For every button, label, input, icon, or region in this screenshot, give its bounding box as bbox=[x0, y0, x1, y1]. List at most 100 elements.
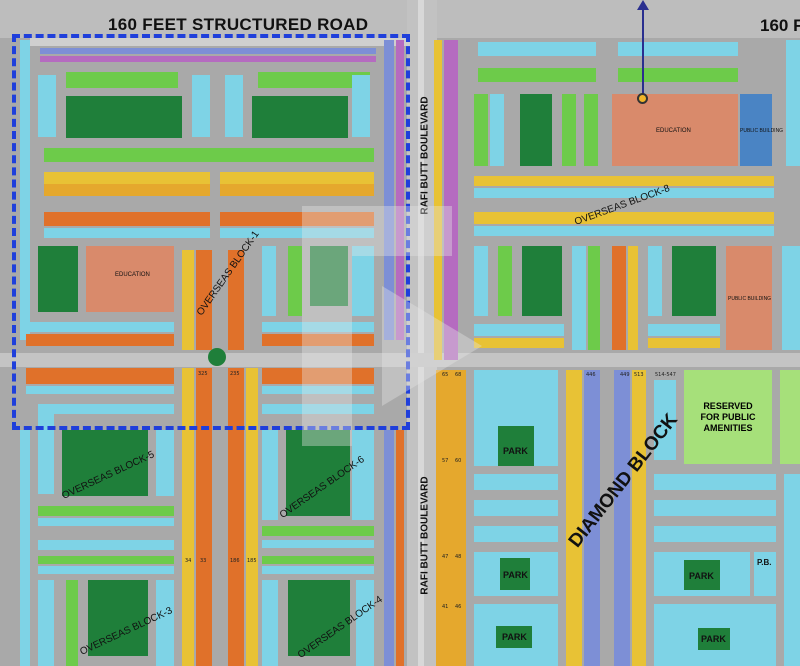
park-area[interactable] bbox=[286, 430, 350, 516]
plot-column[interactable] bbox=[562, 94, 576, 166]
park-area[interactable] bbox=[310, 246, 348, 306]
plot-row[interactable] bbox=[618, 42, 738, 56]
plot-row[interactable] bbox=[474, 324, 564, 336]
plot-row[interactable] bbox=[262, 334, 374, 346]
plot-strip[interactable] bbox=[20, 40, 30, 340]
park-area[interactable] bbox=[698, 628, 730, 650]
plot-row[interactable] bbox=[262, 386, 374, 394]
plot-row[interactable] bbox=[44, 212, 210, 226]
plot-column[interactable] bbox=[192, 75, 210, 137]
plot-column[interactable] bbox=[196, 250, 212, 350]
plot-row[interactable] bbox=[474, 226, 774, 236]
public-building-site[interactable] bbox=[740, 94, 772, 166]
plot-column[interactable] bbox=[786, 40, 800, 166]
plot-row[interactable] bbox=[54, 404, 174, 414]
plot-row[interactable] bbox=[26, 334, 174, 346]
park-area[interactable] bbox=[520, 94, 552, 166]
plot-row[interactable] bbox=[66, 72, 178, 88]
plot-column[interactable] bbox=[628, 246, 638, 350]
plot-column[interactable] bbox=[498, 246, 512, 316]
plot-row[interactable] bbox=[26, 386, 174, 394]
plot-column[interactable] bbox=[584, 370, 600, 666]
park-area[interactable] bbox=[684, 560, 720, 590]
plot-column[interactable] bbox=[38, 75, 56, 137]
park-area[interactable] bbox=[522, 246, 562, 316]
plot-column[interactable] bbox=[566, 370, 582, 666]
plot-strip[interactable] bbox=[434, 40, 442, 360]
park-area[interactable] bbox=[252, 96, 348, 138]
plot-strip[interactable] bbox=[40, 56, 376, 62]
plot-row[interactable] bbox=[474, 338, 564, 348]
plot-row[interactable] bbox=[220, 228, 374, 238]
plot-row[interactable] bbox=[258, 72, 370, 88]
plot-row[interactable] bbox=[654, 526, 776, 542]
plot-column[interactable] bbox=[262, 246, 276, 316]
plot-row[interactable] bbox=[474, 526, 558, 542]
plot-row[interactable] bbox=[474, 176, 774, 186]
plot-row[interactable] bbox=[474, 500, 558, 516]
plot-column[interactable] bbox=[182, 368, 194, 666]
plot-column[interactable] bbox=[436, 370, 466, 666]
plot-row[interactable] bbox=[474, 474, 558, 490]
park-area[interactable] bbox=[498, 426, 534, 466]
plot-row[interactable] bbox=[38, 506, 174, 516]
plot-row[interactable] bbox=[26, 368, 174, 384]
plot-row[interactable] bbox=[262, 322, 374, 332]
plot-column[interactable] bbox=[228, 250, 244, 350]
plot-column[interactable] bbox=[780, 370, 800, 464]
plot-column[interactable] bbox=[262, 580, 278, 666]
plot-column[interactable] bbox=[784, 474, 800, 666]
plot-column[interactable] bbox=[782, 246, 800, 350]
plot-row[interactable] bbox=[44, 228, 210, 238]
plot-column[interactable] bbox=[352, 246, 374, 316]
plot-row[interactable] bbox=[262, 368, 374, 384]
park-area[interactable] bbox=[288, 580, 350, 656]
location-pin-icon[interactable] bbox=[637, 93, 648, 104]
plot-column[interactable] bbox=[156, 430, 174, 496]
park-area[interactable] bbox=[66, 96, 182, 138]
education-site[interactable] bbox=[86, 246, 174, 312]
plot-column[interactable] bbox=[66, 580, 78, 666]
public-building-site[interactable] bbox=[754, 552, 776, 596]
plot-strip[interactable] bbox=[396, 40, 404, 340]
plot-row[interactable] bbox=[648, 338, 720, 348]
plot-column[interactable] bbox=[262, 430, 278, 520]
plot-row[interactable] bbox=[654, 474, 776, 490]
park-area[interactable] bbox=[38, 246, 78, 312]
plot-row[interactable] bbox=[648, 324, 720, 336]
plot-strip[interactable] bbox=[40, 48, 376, 54]
plot-column[interactable] bbox=[474, 94, 488, 166]
plot-column[interactable] bbox=[288, 246, 302, 316]
plot-column[interactable] bbox=[196, 368, 212, 666]
plot-column[interactable] bbox=[614, 370, 630, 666]
plot-row[interactable] bbox=[44, 172, 210, 184]
plot-row[interactable] bbox=[262, 540, 374, 548]
plot-row[interactable] bbox=[220, 212, 374, 226]
plot-row[interactable] bbox=[262, 556, 374, 564]
reserved-amenities-site[interactable]: RESERVED FOR PUBLIC AMENITIES bbox=[684, 370, 772, 464]
plot-row[interactable] bbox=[26, 322, 174, 332]
education-site[interactable] bbox=[612, 94, 738, 166]
plot-column[interactable] bbox=[156, 580, 174, 666]
plot-row[interactable] bbox=[474, 188, 774, 198]
public-building-site[interactable] bbox=[726, 246, 772, 350]
plot-row[interactable] bbox=[478, 68, 596, 82]
plot-column[interactable] bbox=[182, 250, 194, 350]
plot-row[interactable] bbox=[220, 172, 374, 184]
plot-column[interactable] bbox=[20, 430, 30, 666]
plot-column[interactable] bbox=[654, 380, 676, 460]
plot-column[interactable] bbox=[356, 580, 374, 666]
plot-column[interactable] bbox=[584, 94, 598, 166]
plot-row[interactable] bbox=[220, 184, 374, 196]
plot-column[interactable] bbox=[632, 370, 646, 666]
park-area[interactable] bbox=[672, 246, 716, 316]
plot-column[interactable] bbox=[588, 246, 600, 350]
plot-column[interactable] bbox=[225, 75, 243, 137]
park-area[interactable] bbox=[62, 430, 148, 496]
plot-row[interactable] bbox=[654, 500, 776, 516]
plot-row[interactable] bbox=[38, 518, 174, 526]
plot-column[interactable] bbox=[38, 580, 54, 666]
plot-row[interactable] bbox=[262, 566, 374, 574]
plot-column[interactable] bbox=[228, 368, 244, 666]
